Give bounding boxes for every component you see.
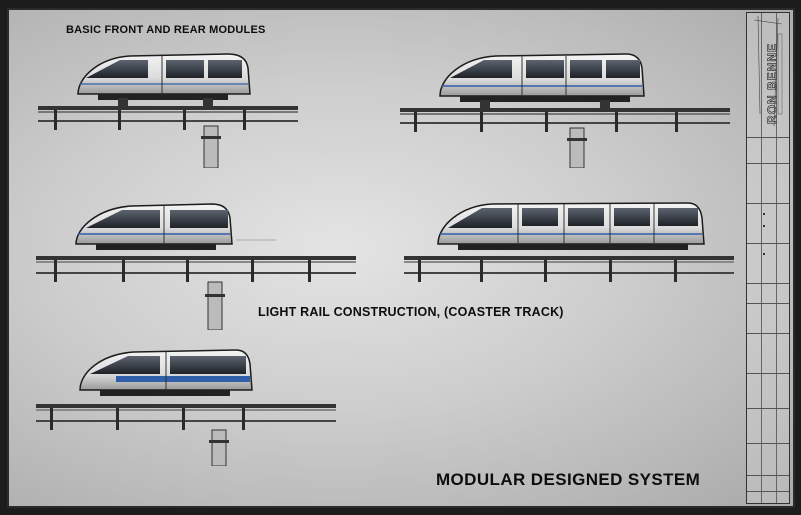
section-label-light-rail: LIGHT RAIL CONSTRUCTION, (COASTER TRACK) — [258, 305, 564, 319]
designer-logo: RON BENNE — [753, 15, 783, 127]
logo-text: RON BENNE — [765, 43, 779, 124]
train-four-car-middle — [404, 202, 734, 282]
train-two-car-bottom — [36, 349, 336, 466]
title-block — [746, 12, 790, 504]
train-two-car-top — [38, 53, 298, 168]
section-label-front-rear-modules: BASIC FRONT AND REAR MODULES — [66, 24, 266, 36]
train-two-car-middle — [36, 203, 356, 330]
sheet-title: MODULAR DESIGNED SYSTEM — [436, 470, 701, 489]
train-three-car-top — [400, 53, 730, 168]
